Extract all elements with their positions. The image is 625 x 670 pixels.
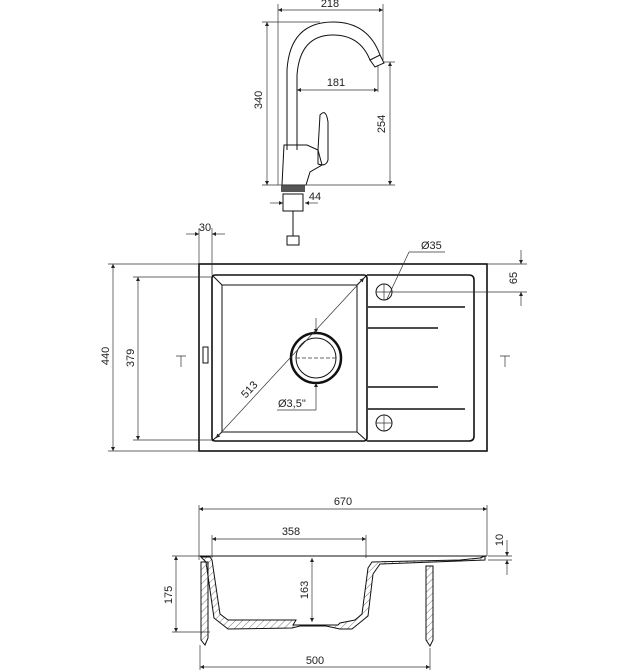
dim-total-width: 670	[334, 496, 352, 508]
dim-cabinet: 500	[306, 655, 324, 667]
sink-top-view: 30 440 379 513 Ø3,5" Ø35 65	[100, 222, 527, 452]
dim-faucet-width: 218	[321, 0, 339, 10]
dim-outer-depth: 440	[100, 347, 112, 365]
dim-bowl-width: 358	[282, 526, 300, 538]
sink-outline	[198, 263, 488, 452]
faucet-handle	[317, 112, 329, 166]
faucet-body	[281, 144, 323, 186]
dim-base-diameter: 44	[309, 191, 321, 203]
drainer-ribs	[368, 306, 465, 410]
dim-rim: 30	[199, 222, 211, 234]
dim-bowl-depth: 379	[125, 349, 137, 367]
dim-height: 175	[163, 586, 175, 604]
sink-cross-section	[199, 555, 486, 630]
overflow-slot	[202, 346, 209, 364]
faucet-nut	[282, 193, 304, 212]
dim-bowl-height: 163	[299, 581, 311, 599]
faucet-thread	[281, 185, 305, 192]
dim-tap-hole: Ø35	[421, 240, 442, 252]
cabinet-wall-left	[200, 561, 209, 646]
dim-spout-height: 254	[376, 115, 388, 133]
faucet-nozzle	[369, 54, 385, 68]
sink-section-view: 670 358 175 163 500 10	[163, 496, 512, 670]
dim-tap-offset: 65	[508, 272, 520, 284]
dim-diagonal: 513	[239, 379, 260, 401]
cabinet-wall-right	[425, 565, 434, 647]
faucet-spout	[286, 21, 381, 150]
section-mark-left	[176, 355, 186, 367]
bowl-outline	[211, 274, 368, 442]
dim-drain-diameter: Ø3,5"	[278, 398, 306, 410]
drainer-outline	[367, 274, 475, 442]
hose-fitting	[286, 235, 300, 246]
section-mark-right	[500, 355, 510, 367]
faucet-side-view: 218 340 181 254 44	[253, 0, 395, 246]
dim-faucet-height: 340	[253, 91, 265, 109]
dim-faucet-reach: 181	[327, 77, 345, 89]
dim-drainer-step: 10	[494, 534, 506, 546]
